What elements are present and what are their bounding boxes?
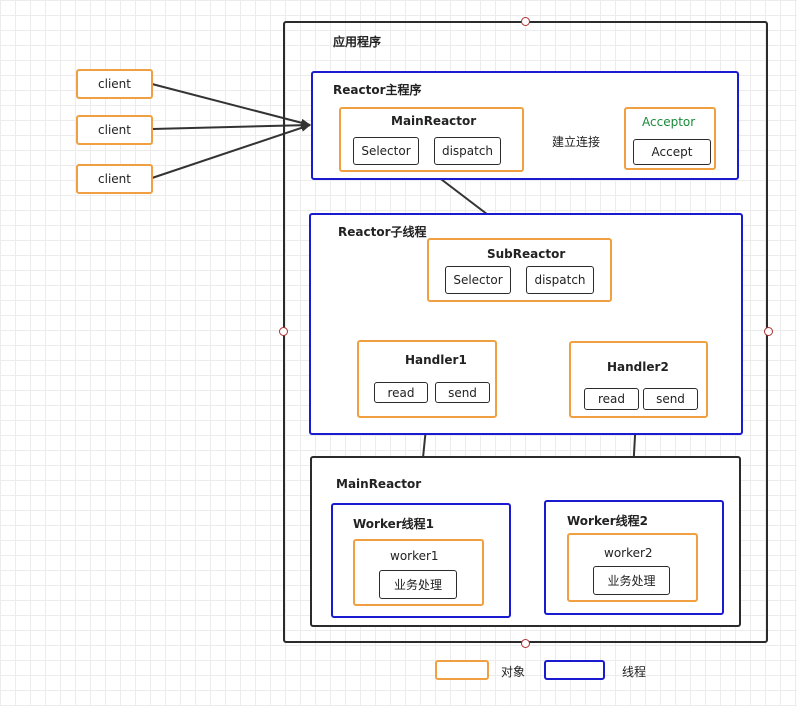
sub-selector-chip: Selector	[445, 266, 511, 294]
worker2-title: worker2	[604, 546, 653, 560]
handler1-read-chip: read	[374, 382, 428, 403]
legend-object-swatch	[435, 660, 489, 680]
selection-handle[interactable]	[764, 327, 773, 336]
client-label: client	[98, 77, 131, 91]
sub-reactor-title: SubReactor	[487, 247, 566, 261]
connect-label: 建立连接	[552, 133, 601, 150]
worker1-title: worker1	[390, 549, 439, 563]
selection-handle[interactable]	[521, 639, 530, 648]
acceptor-title: Acceptor	[642, 115, 696, 129]
sub-dispatch-chip: dispatch	[526, 266, 594, 294]
legend-object-label: 对象	[501, 665, 526, 679]
main-reactor-group-title: MainReactor	[336, 477, 422, 491]
legend-thread-swatch	[544, 660, 605, 680]
accept-chip: Accept	[633, 139, 711, 165]
client-box-1: client	[76, 69, 153, 99]
selection-handle[interactable]	[521, 17, 530, 26]
client-label: client	[98, 172, 131, 186]
handler2-send-chip: send	[643, 388, 698, 410]
client-box-2: client	[76, 115, 153, 145]
reactor-sub-title: Reactor子线程	[338, 225, 427, 239]
legend-thread-label: 线程	[622, 665, 647, 679]
selection-handle[interactable]	[279, 327, 288, 336]
client-box-3: client	[76, 164, 153, 194]
main-dispatch-chip: dispatch	[434, 137, 501, 165]
worker-thread2-title: Worker线程2	[567, 514, 649, 528]
application-title: 应用程序	[333, 35, 382, 49]
handler2-title: Handler2	[607, 360, 669, 374]
worker1-task-chip: 业务处理	[379, 570, 457, 599]
client-label: client	[98, 123, 131, 137]
main-selector-chip: Selector	[353, 137, 419, 165]
main-reactor-title: MainReactor	[391, 114, 477, 128]
worker-thread1-title: Worker线程1	[353, 517, 435, 531]
handler1-send-chip: send	[435, 382, 490, 403]
handler1-title: Handler1	[405, 353, 467, 367]
reactor-main-title: Reactor主程序	[333, 83, 422, 97]
worker2-task-chip: 业务处理	[593, 566, 670, 595]
handler1-object: Handler1	[357, 340, 497, 418]
handler2-read-chip: read	[584, 388, 639, 410]
